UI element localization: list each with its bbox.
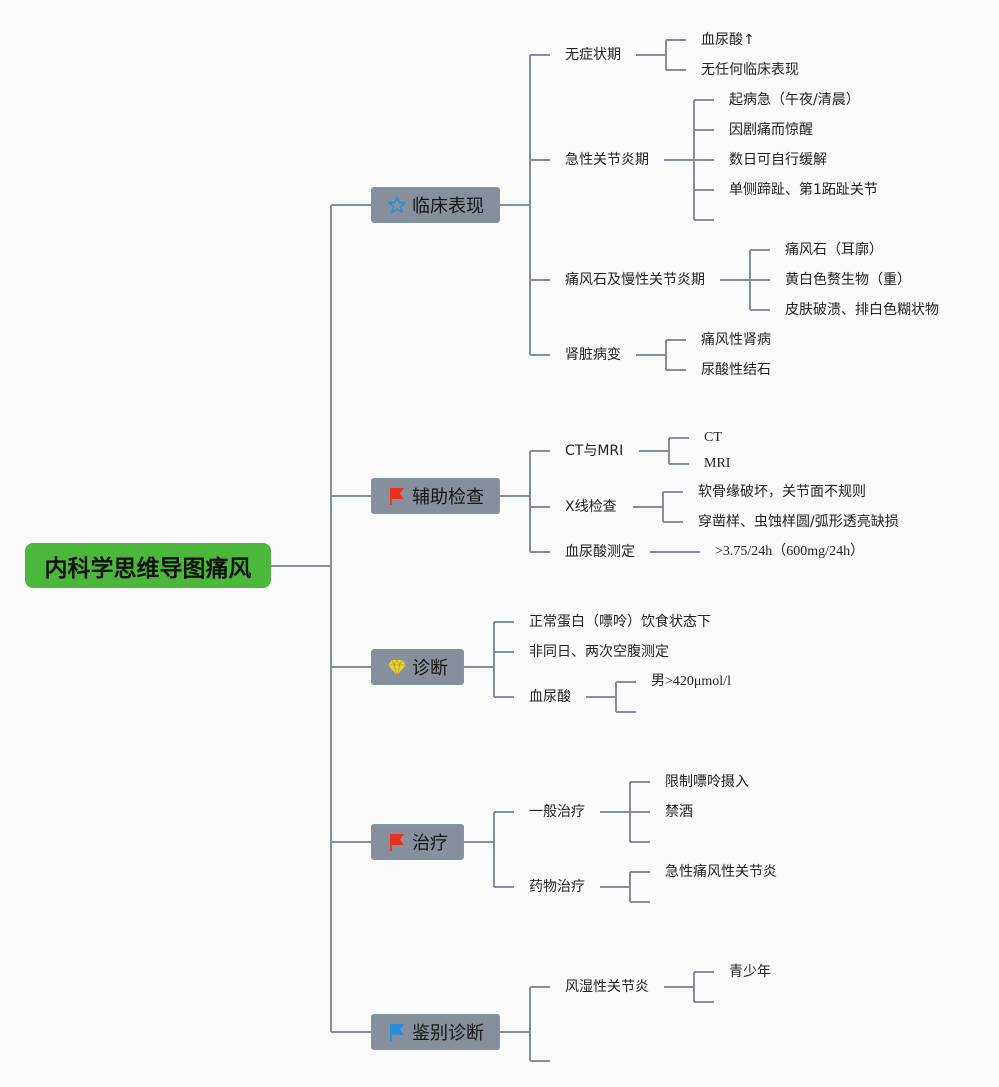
- root-node[interactable]: 内科学思维导图痛风: [25, 543, 271, 588]
- subtopic-rheumatic-arthritis[interactable]: 风湿性关节炎: [565, 979, 649, 995]
- leaf-node[interactable]: 血尿酸↑: [701, 32, 755, 48]
- branch-node-auxiliary-exam[interactable]: 辅助检查: [371, 478, 500, 514]
- leaf-node[interactable]: 痛风石（耳廓）: [785, 242, 883, 258]
- leaf-node[interactable]: 限制嘌呤摄入: [665, 774, 749, 790]
- red-flag-icon: [390, 834, 404, 851]
- leaf-node[interactable]: 痛风性肾病: [701, 332, 771, 348]
- branch-node-treatment[interactable]: 治疗: [371, 824, 464, 860]
- branch-node-diagnosis[interactable]: 诊断: [371, 649, 464, 685]
- leaf-node[interactable]: 青少年: [729, 964, 771, 980]
- leaf-node[interactable]: 黄白色赘生物（重）: [785, 272, 911, 288]
- leaf-node[interactable]: 单侧蹄趾、第1跖趾关节: [729, 182, 878, 198]
- subtopic-asymptomatic[interactable]: 无症状期: [565, 47, 621, 63]
- branch-node-clinical[interactable]: 临床表现: [371, 187, 500, 223]
- subtopic-urine-uric-acid[interactable]: 血尿酸测定: [565, 544, 635, 560]
- subtopic-general-treatment[interactable]: 一般治疗: [529, 804, 585, 820]
- leaf-node[interactable]: 软骨缘破坏，关节面不规则: [698, 484, 866, 500]
- leaf-node[interactable]: 起病急（午夜/清晨）: [729, 92, 860, 108]
- leaf-node[interactable]: 因剧痛而惊醒: [729, 122, 813, 138]
- leaf-node[interactable]: 穿凿样、虫蚀样圆/弧形透亮缺损: [698, 514, 899, 530]
- leaf-node[interactable]: 无任何临床表现: [701, 62, 799, 78]
- leaf-node[interactable]: 数日可自行缓解: [729, 152, 827, 168]
- leaf-node[interactable]: 男>420μmol/l: [651, 674, 731, 689]
- leaf-node[interactable]: MRI: [704, 456, 731, 471]
- subtopic-fasting-tests[interactable]: 非同日、两次空腹测定: [529, 644, 669, 660]
- subtopic-normal-diet[interactable]: 正常蛋白（嘌呤）饮食状态下: [529, 614, 711, 630]
- branch-label: 鉴别诊断: [412, 1023, 484, 1044]
- red-flag-icon: [390, 488, 404, 505]
- diamond-icon: [388, 659, 406, 677]
- branch-label: 临床表现: [412, 196, 484, 217]
- subtopic-blood-uric-acid[interactable]: 血尿酸: [529, 689, 571, 705]
- leaf-node[interactable]: 皮肤破溃、排白色糊状物: [785, 302, 939, 318]
- leaf-node[interactable]: 急性痛风性关节炎: [665, 864, 777, 880]
- subtopic-tophus-chronic[interactable]: 痛风石及慢性关节炎期: [565, 272, 705, 288]
- subtopic-kidney-lesion[interactable]: 肾脏病变: [565, 347, 621, 363]
- root-label: 内科学思维导图痛风: [44, 555, 252, 582]
- blue-flag-icon: [390, 1024, 404, 1041]
- star-icon: [388, 196, 406, 214]
- subtopic-acute-arthritis[interactable]: 急性关节炎期: [565, 152, 649, 168]
- leaf-node[interactable]: 尿酸性结石: [701, 362, 771, 378]
- branch-label: 治疗: [412, 833, 448, 854]
- branch-label: 辅助检查: [412, 487, 484, 508]
- subtopic-drug-treatment[interactable]: 药物治疗: [529, 879, 585, 895]
- leaf-node[interactable]: >3.75/24h（600mg/24h）: [715, 544, 865, 559]
- leaf-node[interactable]: CT: [704, 430, 722, 445]
- subtopic-xray[interactable]: X线检查: [565, 499, 617, 515]
- branch-node-differential-diagnosis[interactable]: 鉴别诊断: [371, 1014, 500, 1050]
- leaf-node[interactable]: 禁酒: [665, 804, 693, 820]
- branch-label: 诊断: [412, 658, 448, 679]
- subtopic-ct-mri[interactable]: CT与MRI: [565, 443, 624, 459]
